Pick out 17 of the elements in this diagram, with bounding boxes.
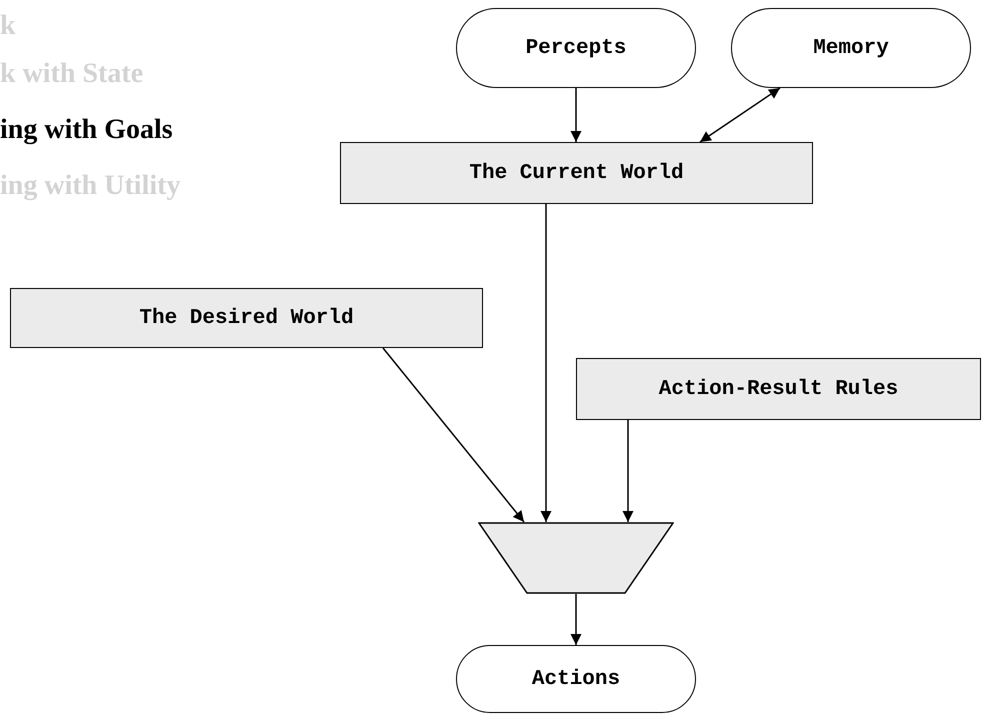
arrow — [570, 594, 582, 645]
arrow — [540, 204, 552, 522]
menu-item-text: ing with Goals — [0, 116, 173, 144]
arrow — [700, 87, 780, 143]
node-label: Action-Result Rules — [658, 378, 898, 400]
process-box — [10, 288, 483, 348]
arrow — [570, 88, 582, 142]
trapezoid-shape — [478, 522, 674, 594]
node-label: Actions — [532, 668, 620, 690]
arrow — [382, 348, 525, 522]
node-label: Percepts — [526, 36, 626, 60]
node-label: The Desired World — [139, 306, 354, 330]
arrow — [622, 420, 634, 522]
node-label: The Current World — [469, 162, 684, 184]
process-box — [340, 142, 813, 204]
node-label: Memory — [813, 36, 889, 60]
process-box — [576, 358, 981, 420]
